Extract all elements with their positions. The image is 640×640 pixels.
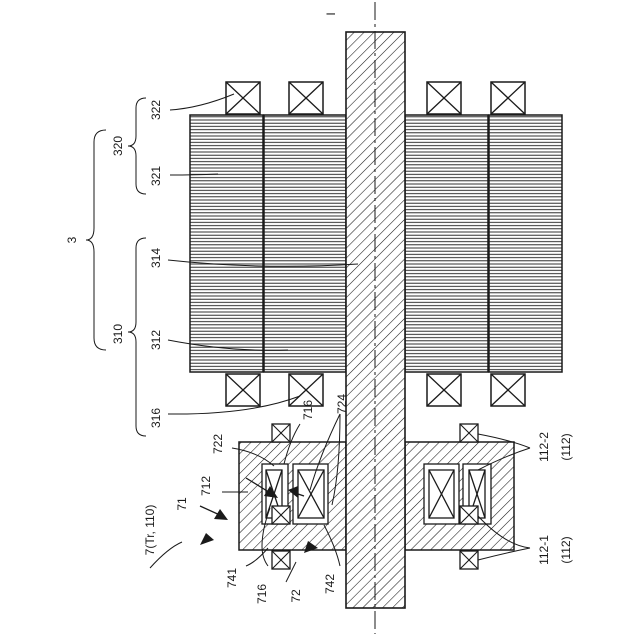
- stack-right-outer: [489, 115, 562, 372]
- coil-top-2: [289, 82, 323, 114]
- label-320: 320: [111, 136, 125, 156]
- coil-top-1: [226, 82, 260, 114]
- label-741: 741: [225, 568, 239, 588]
- coil-top-3: [427, 82, 461, 114]
- label-724: 724: [335, 394, 349, 414]
- label-112-lower: (112): [559, 536, 573, 563]
- stack-left-inner: [264, 115, 346, 372]
- arrow-71-head: [214, 509, 228, 520]
- small-coil-716-bottom: [272, 551, 290, 569]
- label-112-2: 112-2: [537, 432, 551, 462]
- arrow-7tr-head: [200, 533, 214, 545]
- winding-right-inner: [429, 470, 454, 518]
- small-coil-716-mid: [272, 506, 290, 524]
- label-716-bottom: 716: [255, 584, 269, 604]
- label-112-upper: (112): [559, 433, 573, 460]
- label-axis-i: I: [324, 12, 338, 15]
- label-321: 321: [149, 166, 163, 186]
- label-72: 72: [289, 589, 303, 603]
- label-742: 742: [323, 574, 337, 594]
- coil-bottom-1: [226, 374, 260, 406]
- label-3: 3: [65, 236, 79, 243]
- label-712: 712: [199, 476, 213, 496]
- label-112-1: 112-1: [537, 535, 551, 565]
- label-310: 310: [111, 324, 125, 344]
- label-71: 71: [175, 497, 189, 511]
- small-coil-112-2-top: [460, 424, 478, 442]
- bracket-3: [86, 130, 106, 350]
- label-312: 312: [149, 330, 163, 350]
- label-314: 314: [149, 248, 163, 268]
- stack-right-inner: [405, 115, 488, 372]
- coil-top-4: [491, 82, 525, 114]
- small-coil-112-1-mid: [460, 506, 478, 524]
- coil-bottom-4: [491, 374, 525, 406]
- label-316: 316: [149, 408, 163, 428]
- winding-724: [298, 470, 324, 518]
- label-716-top: 716: [301, 400, 315, 420]
- stack-left-outer: [190, 115, 263, 372]
- bracket-310: [128, 238, 146, 436]
- small-coil-112-1-bottom: [460, 551, 478, 569]
- leader-322: [170, 94, 234, 110]
- bracket-320: [128, 98, 146, 194]
- coil-bottom-3: [427, 374, 461, 406]
- small-coil-716-top: [272, 424, 290, 442]
- label-7-tr-110: 7(Tr, 110): [143, 505, 157, 556]
- label-322: 322: [149, 100, 163, 120]
- label-722: 722: [211, 434, 225, 454]
